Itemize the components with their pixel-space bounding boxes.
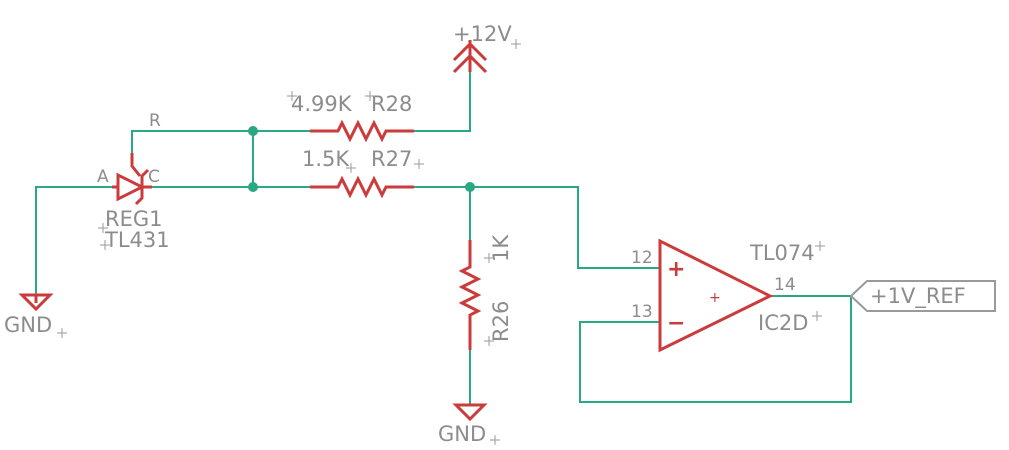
origin-marker-icon <box>346 159 424 173</box>
opamp-pin-inv: 13 <box>631 302 653 322</box>
r28-value: 4.99K <box>291 92 353 116</box>
resistor-r28[interactable]: 4.99K R28 <box>287 91 414 143</box>
opamp-triangle-icon <box>658 238 774 353</box>
wire-gnd-anode[interactable] <box>35 186 113 296</box>
junction-dot-mid <box>248 182 258 192</box>
gnd-symbol-right[interactable]: GND <box>438 403 488 446</box>
wire-r28-vcc[interactable] <box>413 71 471 132</box>
pin-ref-label: R <box>149 111 161 131</box>
resistor-icon <box>310 119 414 143</box>
opamp-center-plus: + <box>709 290 721 306</box>
opamp-minus-sign: − <box>667 311 685 336</box>
reg1-value: TL431 <box>104 228 170 252</box>
regulator-reg1[interactable]: A C R REG1 TL431 <box>97 111 170 252</box>
r27-value: 1.5K <box>302 147 350 171</box>
resistor-r26[interactable]: 1K R26 <box>458 234 513 350</box>
opamp-pin-out: 14 <box>774 275 796 295</box>
net-port-flag-icon <box>849 280 996 312</box>
vcc-symbol[interactable]: +12V <box>452 22 512 74</box>
origin-marker-icon <box>484 253 494 346</box>
opamp-ic2d[interactable]: 12 13 14 + − + TL074 IC2D <box>631 238 825 353</box>
ground-icon <box>18 293 54 312</box>
gnd-symbol-left[interactable]: GND <box>4 293 54 337</box>
r26-value: 1K <box>489 234 513 262</box>
pin-anode-label: A <box>97 167 109 187</box>
opamp-plus-sign: + <box>667 257 685 282</box>
wire-r27-opamp-plus[interactable] <box>413 186 661 269</box>
junctions <box>248 126 475 192</box>
r26-name: R26 <box>489 301 513 342</box>
opamp-name: IC2D <box>758 311 808 335</box>
origin-marker-icon <box>98 223 110 250</box>
junction-dot-top <box>248 126 258 136</box>
resistor-icon <box>310 175 414 199</box>
gnd-right-label: GND <box>438 422 486 446</box>
pin-cathode-label: C <box>148 167 160 187</box>
ground-icon <box>452 403 488 422</box>
gnd-left-label: GND <box>4 313 52 337</box>
r27-name: R27 <box>371 147 412 171</box>
net-port-label: +1V_REF <box>870 284 966 309</box>
diode-icon <box>116 172 146 202</box>
r28-name: R28 <box>371 92 412 116</box>
reg1-name: REG1 <box>105 207 163 231</box>
vcc-label: +12V <box>453 22 512 46</box>
net-port-1v-ref[interactable]: +1V_REF <box>849 280 996 312</box>
wires <box>35 71 852 404</box>
junction-dot-r26 <box>465 182 475 192</box>
opamp-pin-noninv: 12 <box>631 248 653 268</box>
wire-feedback[interactable] <box>579 295 852 403</box>
opamp-value: TL074 <box>749 241 815 265</box>
resistor-icon <box>458 240 482 350</box>
origin-marker-icon <box>57 39 521 445</box>
origin-marker-icon <box>287 91 375 101</box>
resistor-r27[interactable]: 1.5K R27 <box>302 147 424 199</box>
origin-marker-icon <box>812 241 825 321</box>
